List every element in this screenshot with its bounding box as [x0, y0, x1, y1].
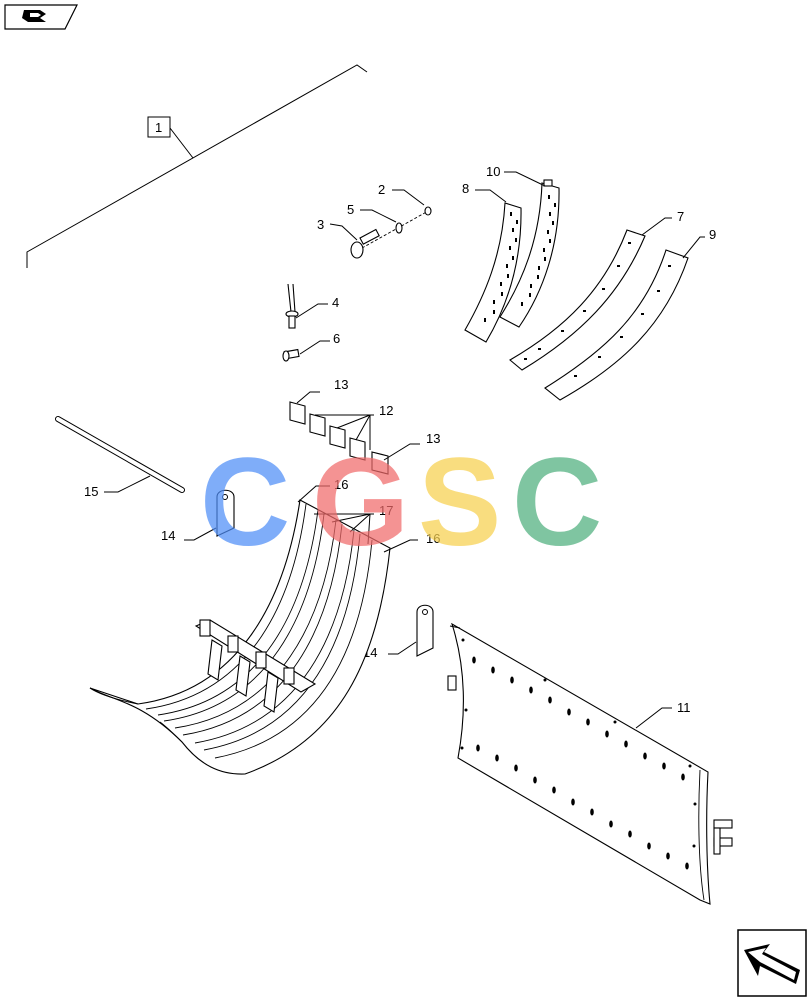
tab-bracket-lower	[416, 604, 434, 657]
book-arrow-icon	[22, 10, 46, 22]
back-to-index-button[interactable]	[4, 4, 78, 30]
bracket-stack	[289, 401, 389, 475]
callout-16-upper: 16	[334, 477, 348, 492]
next-page-arrow-icon	[744, 944, 800, 984]
grate-bar-rail	[194, 619, 317, 713]
callout-13-bottom: 13	[426, 431, 440, 446]
callout-10: 10	[486, 164, 500, 179]
callout-3: 3	[317, 217, 324, 232]
callout-2: 2	[378, 182, 385, 197]
callout-1: 1	[155, 120, 162, 135]
callout-4: 4	[332, 295, 339, 310]
concave-grate	[89, 499, 391, 775]
small-bolt	[282, 348, 300, 362]
cover-mount-bracket	[713, 819, 733, 855]
perforated-cover-11	[447, 622, 733, 905]
cover-holes-edge	[460, 638, 697, 848]
callout-11: 11	[677, 700, 691, 715]
callout-13-top: 13	[334, 377, 348, 392]
callout-17: 17	[379, 503, 393, 518]
watermark-letter-g: G	[312, 433, 409, 572]
cover-slots-top	[472, 656, 689, 870]
curved-plate-8	[464, 202, 522, 343]
next-page-button[interactable]	[737, 929, 807, 997]
bolt-assembly	[350, 206, 432, 259]
watermark-letter-c2: C	[512, 433, 602, 572]
callout-9: 9	[709, 227, 716, 242]
callout-12: 12	[379, 403, 393, 418]
callout-7: 7	[677, 209, 684, 224]
shaft-rod	[55, 416, 185, 493]
tab-bracket-upper	[216, 489, 235, 537]
assembly-bracket: 1	[26, 64, 368, 268]
curved-strip-9	[544, 249, 689, 401]
callout-5: 5	[347, 202, 354, 217]
curved-plate-10	[499, 179, 560, 328]
callout-8: 8	[462, 181, 469, 196]
callout-6: 6	[333, 331, 340, 346]
callout-15: 15	[84, 484, 98, 499]
callout-16-lower: 16	[426, 531, 440, 546]
callout-14-upper: 14	[161, 528, 175, 543]
curved-strip-7	[509, 229, 646, 371]
rivet	[285, 283, 299, 329]
watermark-letter-c1: C	[200, 433, 290, 572]
cgsc-watermark: C G S C	[200, 433, 602, 572]
watermark-letter-s: S	[418, 433, 501, 572]
